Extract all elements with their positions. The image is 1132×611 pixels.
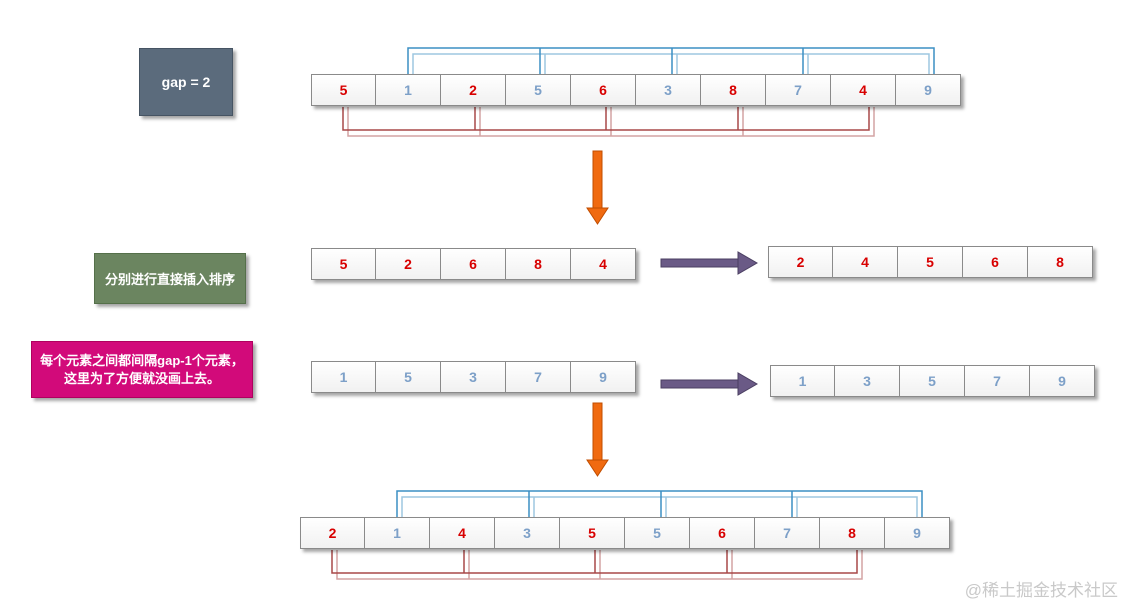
- array-cell: 9: [1030, 365, 1095, 397]
- array-cell: 5: [900, 365, 965, 397]
- down-arrow-icon: [586, 402, 609, 477]
- array-cell: 7: [766, 74, 831, 106]
- array-cell: 6: [571, 74, 636, 106]
- array-cell: 3: [495, 517, 560, 549]
- array-cell: 3: [441, 361, 506, 393]
- array-cell: 2: [768, 246, 833, 278]
- gap-note-box: 每个元素之间都间隔gap-1个元素，这里为了方便就没画上去。: [31, 341, 253, 398]
- array-cell: 7: [755, 517, 820, 549]
- array-cell: 1: [311, 361, 376, 393]
- array-cell: 5: [311, 248, 376, 280]
- gap-note-label: 每个元素之间都间隔gap-1个元素，这里为了方便就没画上去。: [40, 352, 244, 386]
- array-cell: 5: [376, 361, 441, 393]
- insertion-sort-label-box: 分别进行直接插入排序: [94, 253, 246, 304]
- watermark: @稀土掘金技术社区: [964, 581, 1118, 600]
- array-cell: 1: [365, 517, 430, 549]
- array-cell: 4: [571, 248, 636, 280]
- array-cell: 8: [701, 74, 766, 106]
- gap-label: gap = 2: [161, 74, 211, 90]
- array-cell: 1: [376, 74, 441, 106]
- down-arrow-icon: [586, 150, 609, 225]
- array-cell: 4: [831, 74, 896, 106]
- array-cell: 9: [896, 74, 961, 106]
- array-cell: 8: [1028, 246, 1093, 278]
- array-cell: 5: [311, 74, 376, 106]
- array-cell: 1: [770, 365, 835, 397]
- array-cell: 2: [376, 248, 441, 280]
- right-arrow-icon: [660, 372, 758, 396]
- array-cell: 7: [506, 361, 571, 393]
- array-cell: 5: [506, 74, 571, 106]
- array-cell: 3: [835, 365, 900, 397]
- array-cell: 5: [898, 246, 963, 278]
- array-cell: 7: [965, 365, 1030, 397]
- gap-label-box: gap = 2: [139, 48, 233, 116]
- array-cell: 6: [441, 248, 506, 280]
- array-cell: 5: [625, 517, 690, 549]
- final-blue-wires: [396, 490, 923, 517]
- final-red-wires: [331, 550, 863, 580]
- array-cell: 4: [833, 246, 898, 278]
- array-cell: 3: [636, 74, 701, 106]
- insertion-sort-label: 分别进行直接插入排序: [104, 272, 235, 287]
- array-cell: 6: [963, 246, 1028, 278]
- array-cell: 8: [820, 517, 885, 549]
- array-cell: 9: [571, 361, 636, 393]
- array-cell: 5: [560, 517, 625, 549]
- array-cell: 9: [885, 517, 950, 549]
- array-cell: 8: [506, 248, 571, 280]
- array-cell: 2: [300, 517, 365, 549]
- array-cell: 4: [430, 517, 495, 549]
- initial-red-wires: [342, 107, 875, 137]
- array-cell: 6: [690, 517, 755, 549]
- array-cell: 2: [441, 74, 506, 106]
- right-arrow-icon: [660, 251, 758, 275]
- initial-blue-wires: [407, 47, 935, 74]
